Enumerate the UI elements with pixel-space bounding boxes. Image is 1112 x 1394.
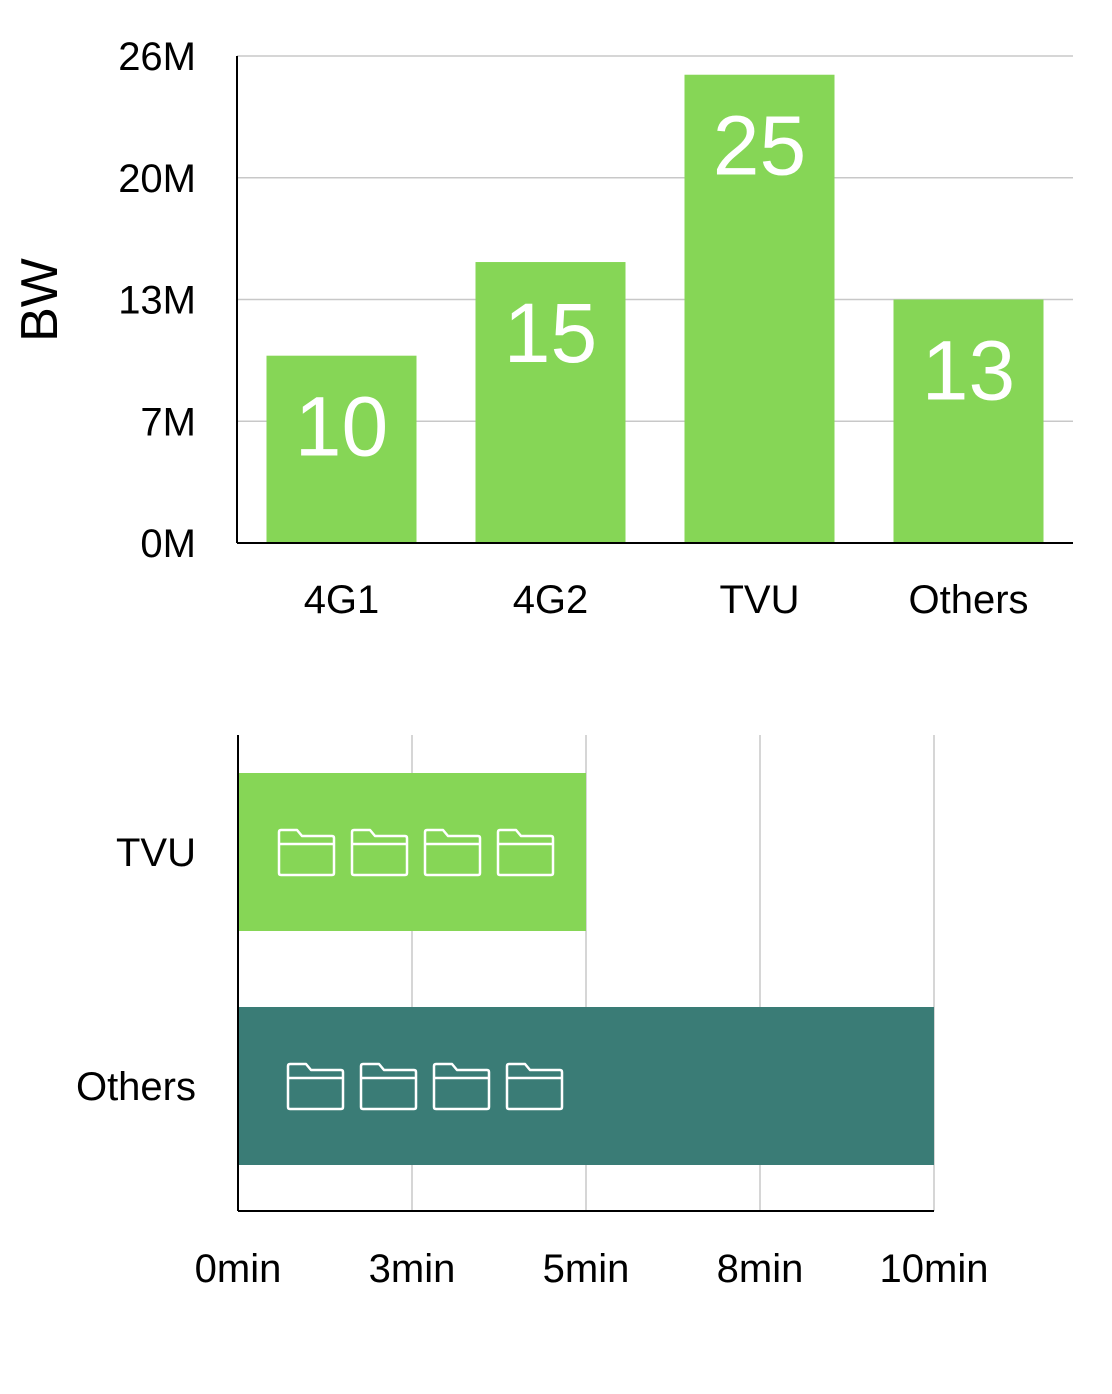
folder-icon <box>286 1062 345 1111</box>
bar-tvu <box>684 74 835 543</box>
folder-icon-shape <box>286 1062 345 1111</box>
y-tick-label: 26M <box>118 35 196 79</box>
x-tick-label: 10min <box>880 1247 989 1291</box>
x-tick-label: 4G2 <box>513 578 589 622</box>
duration-bar-chart: TVU Others 0min 3min 5min 8min 10min <box>76 735 989 1291</box>
bandwidth-bars <box>266 74 1044 543</box>
folder-icon <box>277 828 336 877</box>
bar-4g2 <box>475 262 626 543</box>
bar-tvu <box>238 773 586 931</box>
x-tick-label: Others <box>908 578 1028 622</box>
category-label: TVU <box>116 831 196 875</box>
data-label: 13 <box>922 324 1015 418</box>
duration-category-labels: TVU Others <box>76 831 196 1109</box>
x-tick-label: 0min <box>195 1247 282 1291</box>
x-tick-label: 5min <box>543 1247 630 1291</box>
bandwidth-bar-chart: 10 15 25 13 0M 7M 13M 20M 26M 4G1 4G2 TVU Others B… <box>11 35 1073 622</box>
y-tick-label: 20M <box>118 157 196 201</box>
x-tick-label: 4G1 <box>304 578 380 622</box>
data-label: 25 <box>713 99 806 193</box>
duration-bars <box>238 773 934 1165</box>
folder-icon-shape <box>432 1062 491 1111</box>
folder-icon-shape <box>277 828 336 877</box>
folder-icon <box>359 1062 418 1111</box>
folder-icon-shape <box>350 828 409 877</box>
folder-icon <box>350 828 409 877</box>
duration-x-tick-labels: 0min 3min 5min 8min 10min <box>195 1247 989 1291</box>
x-tick-label: 8min <box>717 1247 804 1291</box>
folder-icon <box>423 828 482 877</box>
x-tick-label: TVU <box>720 578 800 622</box>
y-tick-label: 13M <box>118 279 196 323</box>
folder-icon <box>496 828 555 877</box>
folder-icon-shape <box>359 1062 418 1111</box>
duration-axes <box>237 735 934 1212</box>
bandwidth-x-tick-labels: 4G1 4G2 TVU Others <box>304 578 1029 622</box>
duration-bar-icons <box>277 828 564 1111</box>
bar-others <box>893 299 1044 543</box>
bandwidth-data-labels: 10 15 25 13 <box>295 99 1015 474</box>
folder-icon-shape <box>496 828 555 877</box>
bandwidth-y-tick-labels: 0M 7M 13M 20M 26M <box>118 35 196 566</box>
category-label: Others <box>76 1065 196 1109</box>
bandwidth-axes <box>236 56 1073 544</box>
folder-icon-shape <box>505 1062 564 1111</box>
y-axis-label: BW <box>11 258 69 342</box>
y-tick-label: 0M <box>140 522 196 566</box>
folder-icon-shape <box>423 828 482 877</box>
bar-others <box>238 1007 934 1165</box>
x-tick-label: 3min <box>369 1247 456 1291</box>
data-label: 15 <box>504 286 597 380</box>
folder-icon <box>432 1062 491 1111</box>
folder-icon <box>505 1062 564 1111</box>
bar-4g1 <box>266 355 417 543</box>
data-label: 10 <box>295 380 388 474</box>
y-tick-label: 7M <box>140 400 196 444</box>
